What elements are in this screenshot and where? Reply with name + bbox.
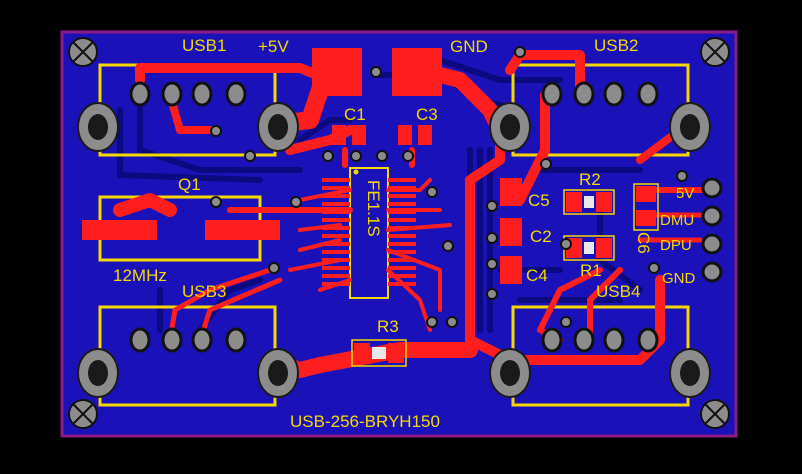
usb4-label: USB4 bbox=[596, 282, 641, 301]
c5-label: C5 bbox=[528, 191, 550, 210]
r3-outline bbox=[351, 339, 407, 367]
usb1-label: USB1 bbox=[182, 36, 227, 55]
c3-label: C3 bbox=[416, 105, 438, 124]
usb-pins bbox=[129, 81, 659, 353]
c2-pad bbox=[500, 218, 522, 246]
crystal-freq-label: 12MHz bbox=[113, 266, 167, 285]
r2-label: R2 bbox=[579, 170, 601, 189]
gnd-top-label: GND bbox=[450, 37, 488, 56]
r2-pad-b bbox=[596, 192, 612, 212]
r3-body bbox=[372, 347, 386, 359]
chip-pins-right bbox=[388, 178, 416, 286]
c4-pad bbox=[500, 256, 522, 284]
c1-pad-b bbox=[352, 125, 366, 145]
header-pin-dmu-label: DMU bbox=[660, 212, 695, 229]
plus5v-label: +5V bbox=[258, 37, 289, 56]
r2-outline bbox=[563, 189, 615, 215]
c2-label: C2 bbox=[530, 227, 552, 246]
crystal-pad-a bbox=[82, 220, 157, 240]
c6-label: C6 bbox=[634, 232, 653, 254]
r1-pad-b bbox=[596, 238, 612, 258]
header-pins bbox=[701, 177, 723, 283]
r2-pad-a bbox=[566, 192, 582, 212]
c4-label: C4 bbox=[526, 266, 548, 285]
pad-gnd bbox=[392, 48, 442, 96]
c1-pad-a bbox=[332, 125, 346, 145]
c3-pad-b bbox=[418, 125, 432, 145]
r1-label: R1 bbox=[580, 261, 602, 280]
chip-label: FE1.1S bbox=[364, 180, 383, 237]
c6-pad-a bbox=[636, 186, 656, 202]
r3-pad-b bbox=[388, 343, 404, 363]
chip-pins-left bbox=[322, 178, 350, 286]
header-pin-dpu-label: DPU bbox=[660, 237, 692, 254]
crystal-pad-b bbox=[205, 220, 280, 240]
chip-outline bbox=[349, 167, 389, 299]
header-pin-gnd-label: GND bbox=[662, 270, 696, 287]
usb2-label: USB2 bbox=[594, 36, 639, 55]
usb3-label: USB3 bbox=[182, 282, 227, 301]
c3-pad-a bbox=[398, 125, 412, 145]
corner-mount-holes bbox=[68, 37, 730, 429]
q1-label: Q1 bbox=[178, 175, 201, 194]
c6-pad-b bbox=[636, 210, 656, 226]
pin1-marker bbox=[353, 169, 359, 175]
pad-plus5v bbox=[312, 48, 362, 96]
r1-body bbox=[584, 242, 594, 254]
board-name-label: USB-256-BRYH150 bbox=[290, 412, 440, 431]
c5-pad bbox=[500, 178, 522, 206]
c6-outline bbox=[633, 183, 659, 231]
r3-label: R3 bbox=[377, 317, 399, 336]
r3-pad-a bbox=[354, 343, 370, 363]
usb-mount-hole-centers bbox=[88, 114, 700, 386]
c1-label: C1 bbox=[344, 105, 366, 124]
vias bbox=[210, 46, 688, 328]
header-pin-5v-label: 5V bbox=[676, 185, 695, 202]
r2-body bbox=[584, 196, 594, 208]
